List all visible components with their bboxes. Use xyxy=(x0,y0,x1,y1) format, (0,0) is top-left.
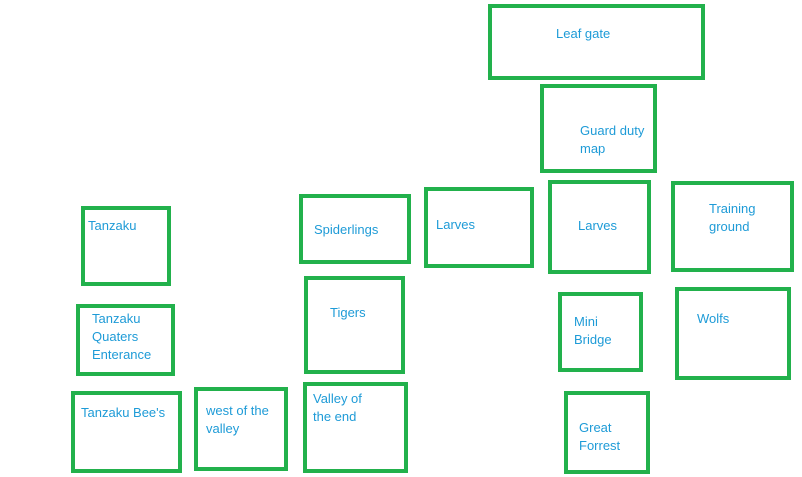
map-box-tanzaku-quaters-enterance xyxy=(76,304,175,376)
map-box-spiderlings xyxy=(299,194,411,264)
map-label-great-forrest: Great Forrest xyxy=(579,420,621,453)
map-label-leaf-gate: Leaf gate xyxy=(556,26,611,41)
map-box-training-ground xyxy=(671,181,794,272)
map-box-great-forrest xyxy=(564,391,650,474)
map-box-mini-bridge xyxy=(558,292,643,372)
map-label-west-of-the-valley: west of the valley xyxy=(206,403,269,436)
map-label-mini-bridge: Mini Bridge xyxy=(574,314,612,347)
map-box-tigers xyxy=(304,276,405,374)
map-box-guard-duty-map xyxy=(540,84,657,173)
map-box-larves-left xyxy=(424,187,534,268)
map-label-larves-left: Larves xyxy=(436,217,476,232)
map-box-valley-of-the-end xyxy=(303,382,408,473)
map-box-larves-right xyxy=(548,180,651,274)
map-label-tanzaku-bees: Tanzaku Bee's xyxy=(81,405,166,420)
map-label-spiderlings: Spiderlings xyxy=(314,222,379,237)
map-box-leaf-gate xyxy=(488,4,705,80)
map-label-guard-duty-map: Guard duty map xyxy=(580,123,645,156)
map-box-west-of-the-valley xyxy=(194,387,288,471)
map-label-tigers: Tigers xyxy=(330,305,366,320)
map-box-tanzaku-bees xyxy=(71,391,182,473)
map-label-training-ground: Training ground xyxy=(709,201,756,234)
map-label-wolfs: Wolfs xyxy=(697,311,730,326)
map-box-wolfs xyxy=(675,287,791,380)
map-box-tanzaku xyxy=(81,206,171,286)
map-label-tanzaku-quaters-enterance: Tanzaku Quaters Enterance xyxy=(92,311,152,362)
map-label-larves-right: Larves xyxy=(578,218,618,233)
map-label-tanzaku: Tanzaku xyxy=(88,218,137,233)
map-label-valley-of-the-end: Valley of the end xyxy=(313,391,362,424)
